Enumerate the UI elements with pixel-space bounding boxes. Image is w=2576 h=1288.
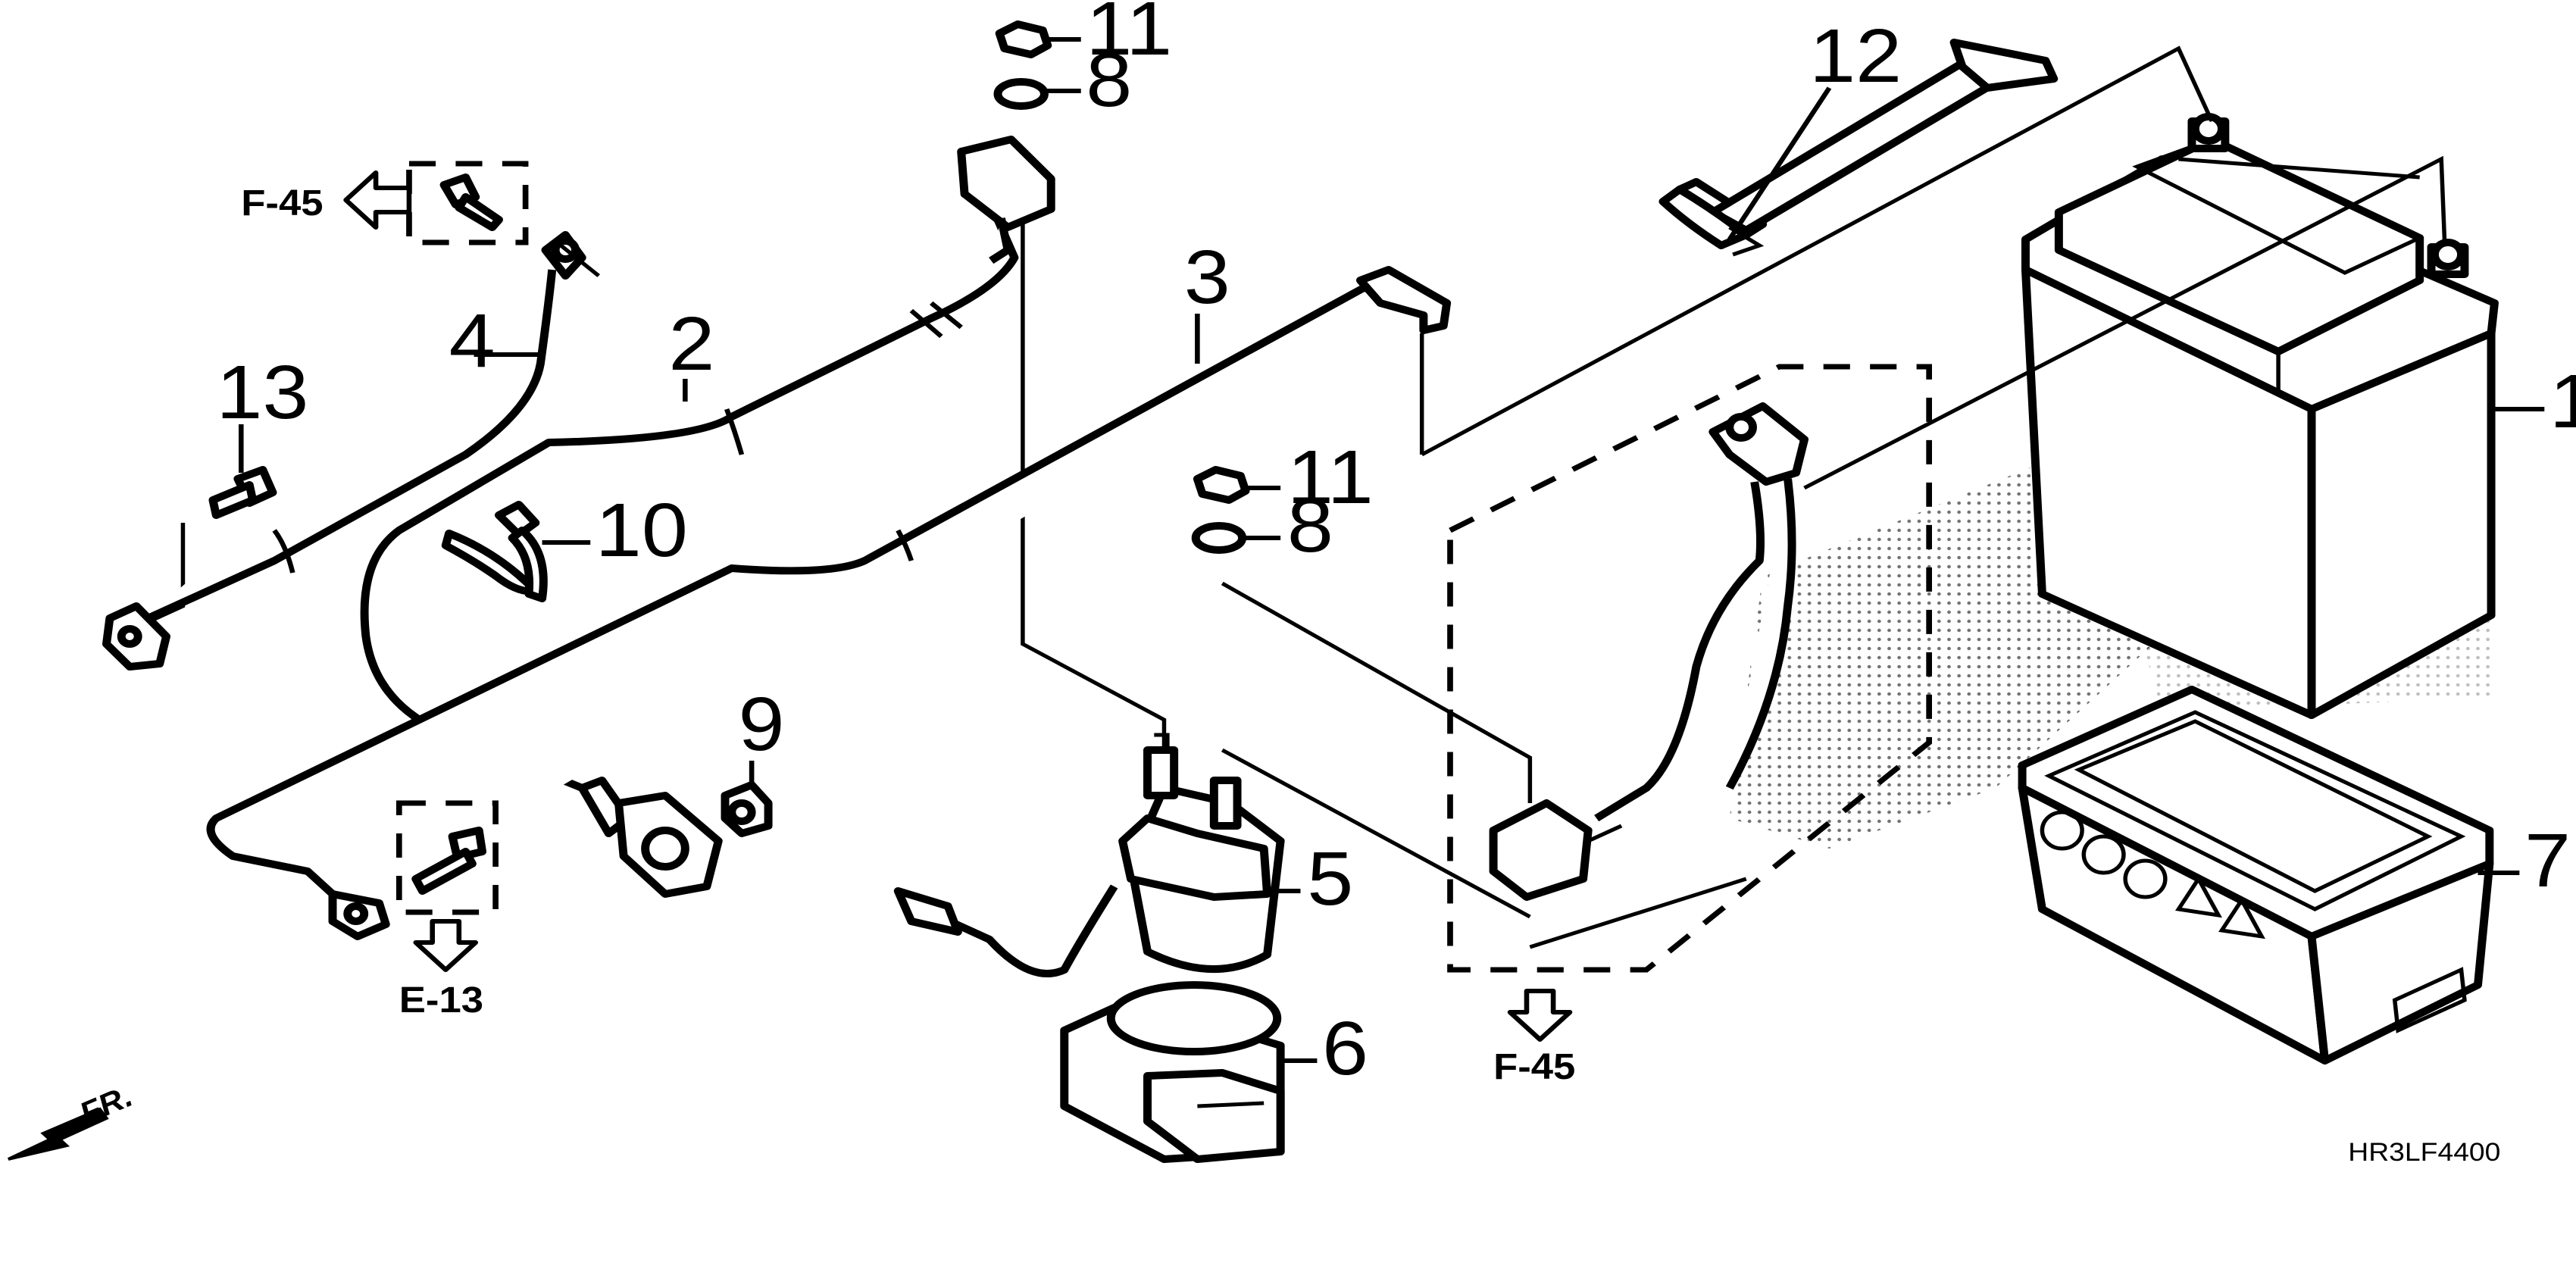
starter-relay[interactable] bbox=[893, 733, 1285, 977]
nut-lower[interactable] bbox=[1193, 466, 1250, 504]
ref-arrow-bottom-center[interactable]: F-45 bbox=[1493, 989, 1575, 1086]
diagram-code: HR3LF4400 bbox=[2348, 1138, 2500, 1167]
cover-dashed-outline bbox=[1447, 364, 1932, 973]
callout-leaders bbox=[238, 37, 2545, 1063]
callout-8-upper: 8 bbox=[1086, 38, 1132, 122]
positive-cable[interactable] bbox=[360, 136, 1055, 898]
front-direction-indicator: FR. bbox=[7, 1079, 138, 1161]
battery[interactable] bbox=[2021, 113, 2499, 719]
negative-cable[interactable] bbox=[206, 266, 1452, 940]
callout-8-lower: 8 bbox=[1287, 483, 1333, 567]
ref-arrow-left[interactable]: F-45 bbox=[241, 170, 412, 230]
ref-label-bottom-center: F-45 bbox=[1493, 1046, 1575, 1086]
ref-arrow-bottom-left[interactable]: E-13 bbox=[399, 919, 483, 1020]
ref-label-left: F-45 bbox=[241, 182, 323, 223]
callout-5: 5 bbox=[1307, 836, 1353, 921]
cap-nut[interactable] bbox=[721, 781, 773, 837]
callout-13: 13 bbox=[216, 350, 308, 434]
callout-10: 10 bbox=[596, 488, 688, 572]
callout-11-lower: 11 bbox=[1287, 435, 1374, 519]
callout-6: 6 bbox=[1322, 1006, 1368, 1090]
callout-4: 4 bbox=[449, 299, 496, 383]
band-clip[interactable] bbox=[441, 501, 548, 602]
callout-9: 9 bbox=[739, 682, 785, 766]
washer-lower[interactable] bbox=[1191, 522, 1247, 554]
ref-label-bottom-left: E-13 bbox=[399, 979, 483, 1020]
relay-holder[interactable] bbox=[1060, 981, 1285, 1163]
callout-7: 7 bbox=[2524, 818, 2571, 902]
ground-cable[interactable] bbox=[102, 231, 586, 671]
battery-terminal-cable[interactable] bbox=[1489, 402, 1809, 901]
battery-band[interactable] bbox=[1658, 39, 2059, 257]
callout-11-upper: 11 bbox=[1086, 0, 1172, 71]
washer-upper[interactable] bbox=[993, 78, 1049, 110]
callout-3: 3 bbox=[1184, 235, 1230, 319]
callout-12: 12 bbox=[1809, 14, 1902, 98]
callout-1: 1 bbox=[2549, 359, 2576, 443]
battery-box[interactable] bbox=[2018, 686, 2494, 1064]
bolt-ref-f45[interactable] bbox=[406, 161, 600, 277]
nut-upper[interactable] bbox=[995, 20, 1052, 58]
flange-bolt[interactable] bbox=[208, 466, 277, 519]
bolt-ref-e13[interactable] bbox=[395, 800, 499, 915]
callout-2: 2 bbox=[668, 302, 714, 386]
